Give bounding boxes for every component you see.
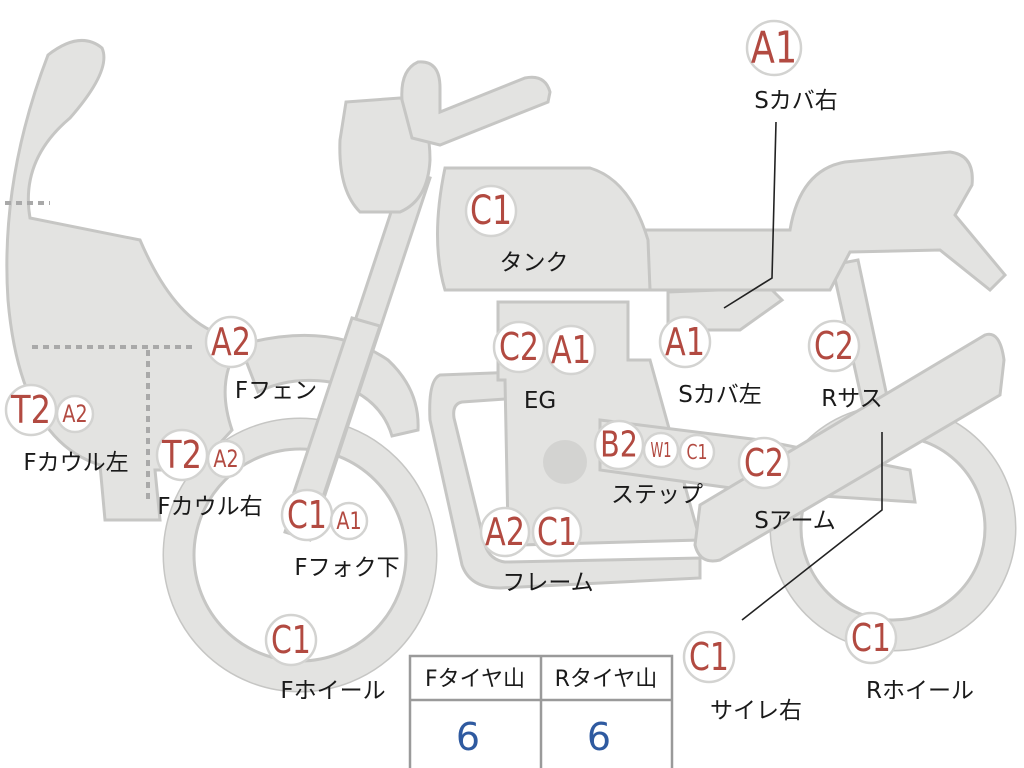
condition-code: B2 xyxy=(600,425,638,466)
condition-badge: A2 xyxy=(57,396,93,432)
tire-tread-table: Fタイヤ山 Rタイヤ山 6 6 xyxy=(410,656,672,768)
condition-code: W1 xyxy=(651,438,672,462)
condition-badge: C2 xyxy=(494,322,544,372)
front-tire-header: Fタイヤ山 xyxy=(425,667,525,692)
condition-code: C1 xyxy=(271,618,311,662)
condition-code: C1 xyxy=(689,635,729,679)
condition-code: C1 xyxy=(537,510,577,554)
condition-code: A2 xyxy=(211,320,251,364)
condition-badge: A2 xyxy=(206,317,256,367)
condition-badge: T2 xyxy=(6,385,56,435)
condition-code: T2 xyxy=(10,388,51,432)
condition-badge: W1 xyxy=(644,433,678,467)
part-label: Fホイール xyxy=(280,678,385,704)
condition-badge: A1 xyxy=(660,317,710,367)
engine-cover-shape xyxy=(543,440,587,484)
part-label: Fカウル右 xyxy=(157,494,262,520)
condition-badge: C1 xyxy=(533,508,581,556)
part-label: タンク xyxy=(500,250,569,276)
condition-code: A1 xyxy=(665,320,705,364)
part-annotation-muffler-right: C1 サイレ右 xyxy=(684,632,802,724)
condition-badge: B2 xyxy=(595,421,643,469)
condition-code: A1 xyxy=(751,23,797,74)
condition-badge: C1 xyxy=(684,632,734,682)
condition-badge: C1 xyxy=(282,490,332,540)
part-label: サイレ右 xyxy=(710,698,802,724)
condition-code: C1 xyxy=(851,616,891,660)
condition-code: T2 xyxy=(161,433,202,477)
seat-shape xyxy=(645,152,1005,290)
part-label: EG xyxy=(524,388,556,414)
part-annotation-step: B2 W1 C1 ステップ xyxy=(595,421,714,508)
condition-badge: A2 xyxy=(481,508,529,556)
part-label: Rサス xyxy=(821,386,883,412)
part-label: Sカバ左 xyxy=(678,382,762,408)
condition-badge: A2 xyxy=(208,441,244,477)
part-label: Rホイール xyxy=(866,678,974,704)
part-label: Fフェン xyxy=(235,378,317,404)
condition-badge: C1 xyxy=(466,186,516,236)
condition-code: A2 xyxy=(213,445,238,473)
part-label: ステップ xyxy=(611,482,703,508)
condition-badge: A1 xyxy=(547,326,595,374)
condition-code: C1 xyxy=(687,440,708,464)
rear-tire-header: Rタイヤ山 xyxy=(555,667,658,692)
condition-badge: C1 xyxy=(266,615,316,665)
part-label: Fカウル左 xyxy=(23,450,128,476)
condition-badge: A1 xyxy=(331,503,367,539)
part-label: Sカバ右 xyxy=(754,88,838,114)
handlebar-shape xyxy=(402,62,550,145)
condition-code: A1 xyxy=(551,328,591,372)
condition-code: C1 xyxy=(287,493,327,537)
front-tire-value: 6 xyxy=(456,715,480,759)
part-label: Sアーム xyxy=(754,508,836,534)
condition-code: A2 xyxy=(62,400,87,428)
condition-code: C2 xyxy=(744,441,784,485)
condition-badge: C2 xyxy=(809,321,859,371)
condition-badge: T2 xyxy=(157,430,207,480)
condition-code: C2 xyxy=(499,325,539,369)
condition-code: C1 xyxy=(470,188,512,234)
condition-badge: C2 xyxy=(739,438,789,488)
condition-badge: C1 xyxy=(846,613,896,663)
condition-code: A2 xyxy=(485,510,525,554)
condition-code: A1 xyxy=(336,507,361,535)
rear-tire-value: 6 xyxy=(587,715,611,759)
condition-code: C2 xyxy=(814,324,854,368)
part-label: フレーム xyxy=(502,570,593,596)
condition-badge: A1 xyxy=(747,21,801,75)
condition-badge: C1 xyxy=(680,435,714,469)
part-label: Fフォク下 xyxy=(294,555,399,581)
